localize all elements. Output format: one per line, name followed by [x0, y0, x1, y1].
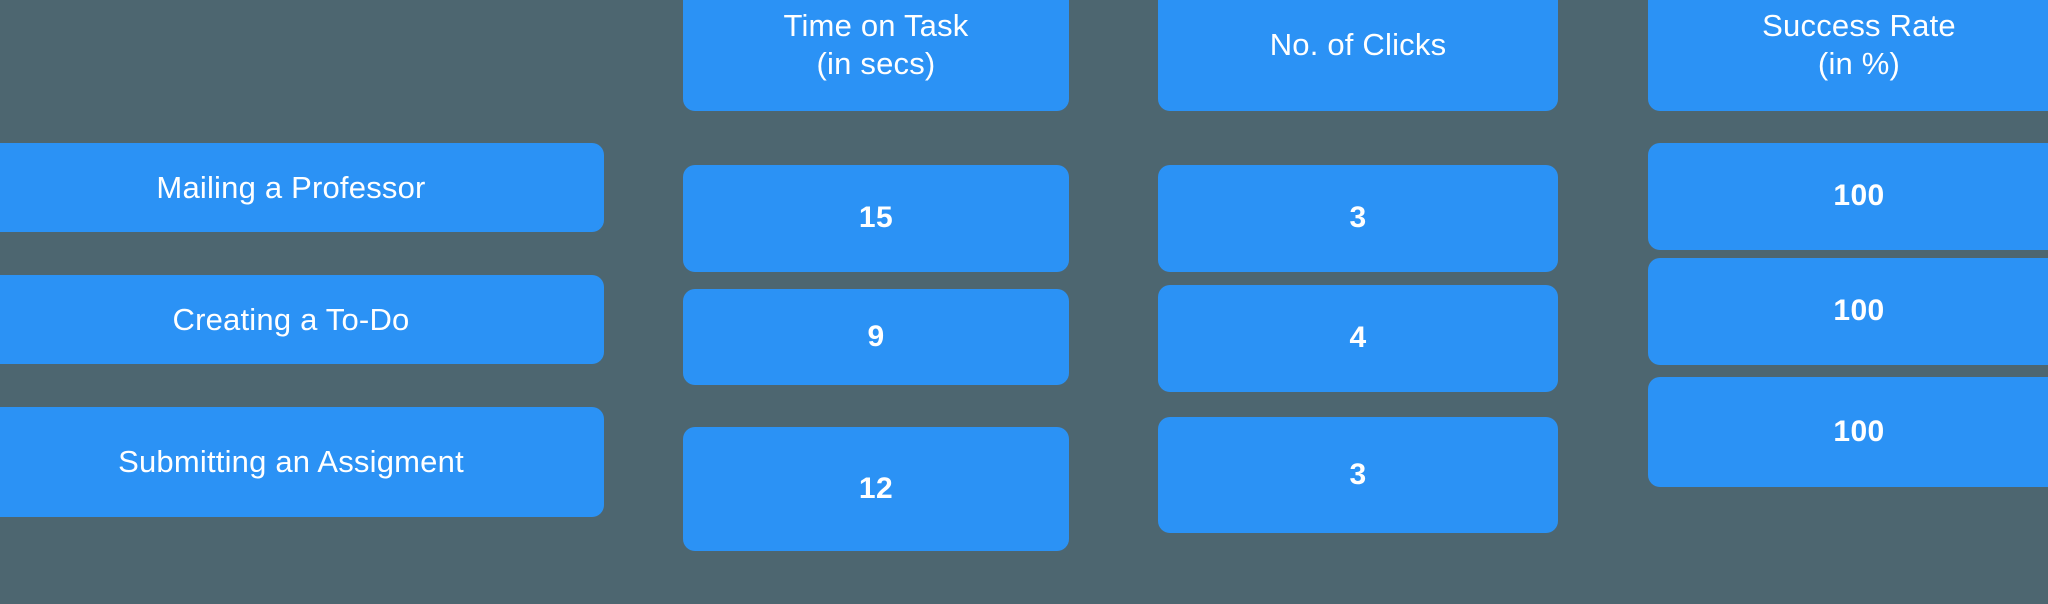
cell-time-on-task-1: 15: [683, 165, 1069, 272]
cell-no-of-clicks-3: 3: [1158, 417, 1558, 533]
table-row: Submitting an Assigment: [0, 407, 604, 517]
column-header-success-rate-line1: Success Rate: [1762, 7, 1956, 43]
cell-value: 3: [1349, 201, 1367, 235]
cell-value: 9: [867, 319, 885, 353]
cell-success-rate-3: 100: [1648, 377, 2048, 487]
column-header-no-of-clicks: No. of Clicks: [1158, 0, 1558, 111]
column-header-success-rate-line2: (in %): [1817, 45, 1901, 81]
cell-value: 100: [1833, 414, 1885, 448]
row-label-task-2: Creating a To-Do: [172, 301, 410, 337]
cell-time-on-task-3: 12: [683, 427, 1069, 551]
row-label-task-3: Submitting an Assigment: [118, 444, 464, 480]
cell-value: 15: [858, 201, 894, 235]
row-label-task-1: Mailing a Professor: [156, 169, 426, 205]
cell-value: 4: [1349, 321, 1367, 355]
cell-no-of-clicks-1: 3: [1158, 165, 1558, 272]
cell-success-rate-1: 100: [1648, 143, 2048, 250]
column-header-time-on-task-line2: (in secs): [816, 45, 936, 81]
column-header-no-of-clicks-line1: No. of Clicks: [1269, 26, 1447, 62]
cell-value: 100: [1833, 179, 1885, 213]
column-header-time-on-task-line1: Time on Task: [783, 7, 969, 43]
table-row: Creating a To-Do: [0, 275, 604, 364]
cell-success-rate-2: 100: [1648, 258, 2048, 365]
column-header-time-on-task: Time on Task (in secs): [683, 0, 1069, 111]
cell-value: 3: [1349, 457, 1367, 491]
cell-no-of-clicks-2: 4: [1158, 285, 1558, 392]
column-header-success-rate: Success Rate (in %): [1648, 0, 2048, 111]
cell-value: 100: [1833, 294, 1885, 328]
cell-time-on-task-2: 9: [683, 289, 1069, 385]
table-row: Mailing a Professor: [0, 143, 604, 232]
cell-value: 12: [858, 471, 894, 505]
